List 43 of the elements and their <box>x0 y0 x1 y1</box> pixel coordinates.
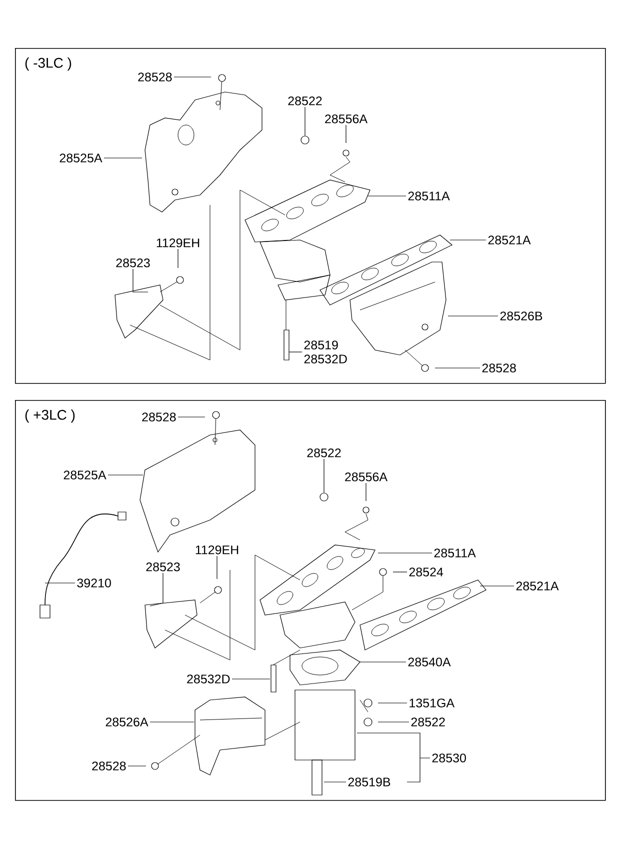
part-number: 28525A <box>60 154 102 162</box>
part-number: 28511A <box>434 548 476 558</box>
part-number: 28524 <box>409 568 444 576</box>
nut <box>300 136 310 144</box>
leader-line <box>44 582 76 584</box>
part-number: 1129EH <box>196 545 238 554</box>
leader-line <box>178 416 206 418</box>
part-number: 1351GA <box>410 698 455 708</box>
part-number: 28556A <box>345 472 388 482</box>
part-number: 1129EH <box>156 238 200 248</box>
part-number: 28521A <box>488 236 531 244</box>
part-number: 28530 <box>432 754 466 762</box>
part-number: 28528 <box>142 412 176 422</box>
part-number: 28528 <box>92 762 126 770</box>
part-number: 28528 <box>138 72 172 82</box>
leader-line <box>378 552 432 554</box>
part-number: 28519 28532D <box>304 340 347 364</box>
nut <box>320 492 328 502</box>
part-number: 28556A <box>325 114 368 124</box>
leader-line <box>356 732 430 782</box>
leader-line <box>132 268 148 292</box>
leader-line <box>216 556 218 580</box>
part-number: 28532D <box>187 674 230 684</box>
part-number: 28526B <box>500 312 542 320</box>
part-number: 28526A <box>106 718 148 726</box>
part-number: 39210 <box>77 578 111 588</box>
part-number: 28511A <box>408 192 450 200</box>
part-number: 28540A <box>408 658 451 666</box>
part-number: 28522 <box>288 96 322 106</box>
part-number: 28522 <box>411 718 445 726</box>
leader-line <box>378 702 408 704</box>
leader-line <box>150 572 164 606</box>
leader-line <box>232 678 270 680</box>
part-number: 28521A <box>516 582 559 590</box>
leader-line <box>174 76 212 78</box>
part-number: 28523 <box>146 562 180 572</box>
part-number: 28528 <box>482 364 516 372</box>
leader-line <box>108 474 144 476</box>
part-number: 28519B <box>348 778 390 786</box>
part-number: 28523 <box>116 258 150 268</box>
part-number: 28525A <box>64 470 106 480</box>
part-number: 28522 <box>307 448 341 458</box>
leader-line <box>304 106 306 136</box>
